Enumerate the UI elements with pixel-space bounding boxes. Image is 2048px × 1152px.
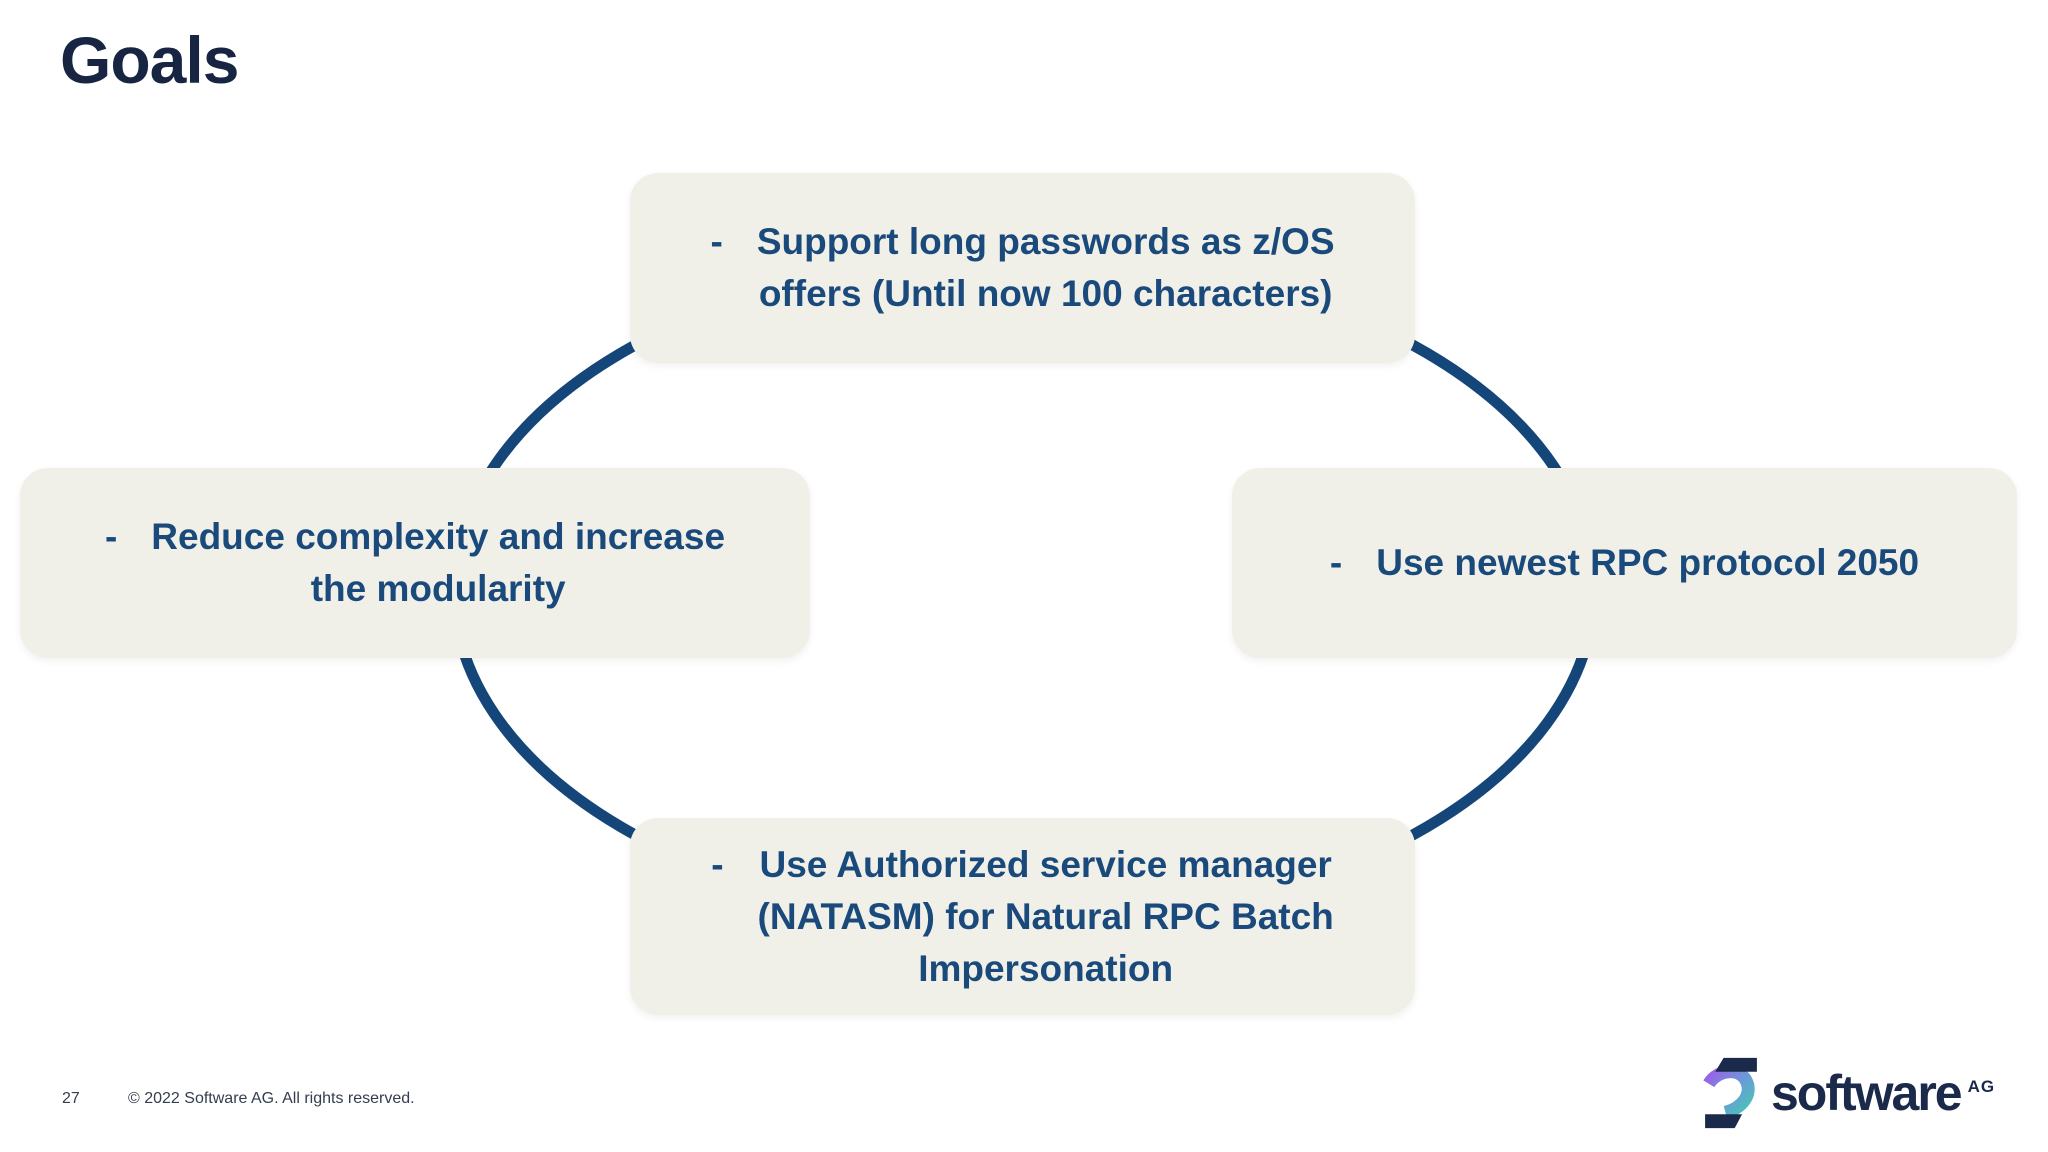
goal-box-right: - Use newest RPC protocol 2050: [1232, 468, 2017, 658]
goal-text-line: offers (Until now 100 characters): [758, 273, 1333, 314]
copyright-text: © 2022 Software AG. All rights reserved.: [128, 1090, 415, 1107]
page-number: 27: [62, 1090, 80, 1107]
goal-box-top: - Support long passwords as z/OS offers …: [630, 173, 1415, 363]
goal-text-line: Use Authorized service manager: [759, 843, 1332, 885]
logo-suffix: AG: [1967, 1077, 1996, 1096]
goal-text-line: (NATASM) for Natural RPC Batch: [757, 895, 1334, 937]
goal-text-line: Use newest RPC protocol 2050: [1376, 542, 1920, 583]
logo-wordmark: software: [1771, 1065, 1963, 1121]
bullet-dash: -: [1329, 542, 1343, 583]
bullet-dash: -: [710, 221, 723, 262]
bullet-dash: -: [711, 843, 724, 885]
goal-text-line: Support long passwords as z/OS: [756, 221, 1335, 262]
goal-text-line: Impersonation: [918, 947, 1174, 989]
goal-text-left: Reduce complexity and increase the modul…: [151, 511, 725, 615]
software-ag-logo: software AG: [1703, 1056, 1995, 1130]
goal-text-top: Support long passwords as z/OS offers (U…: [757, 216, 1335, 320]
goal-text-line: Reduce complexity and increase: [151, 516, 726, 557]
goal-text-right: Use newest RPC protocol 2050: [1376, 537, 1919, 589]
goal-text-bottom: Use Authorized service manager (NATASM) …: [758, 839, 1334, 995]
software-ag-s-icon: [1703, 1057, 1757, 1129]
page-title: Goals: [60, 23, 239, 97]
goal-box-left: - Reduce complexity and increase the mod…: [20, 468, 810, 658]
bullet-dash: -: [104, 516, 118, 557]
goal-box-bottom: - Use Authorized service manager (NATASM…: [630, 818, 1415, 1015]
goal-text-line: the modularity: [310, 568, 566, 609]
